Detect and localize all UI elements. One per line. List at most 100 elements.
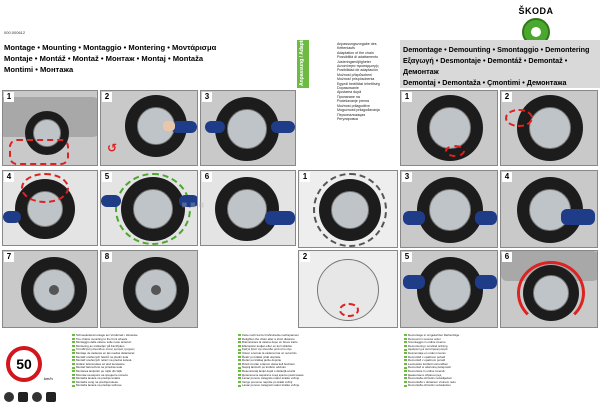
hand-icon (101, 195, 121, 207)
instruction-line: Reťaz po krátkej jazde dopnite (238, 359, 398, 363)
instruction-line: Montaža lanaca na prednje kotače (72, 377, 232, 381)
adaptation-line: Posibilidad de adaptación (337, 68, 378, 73)
instruction-line: Napnij łańcuch po krótkim odcinku (238, 366, 398, 370)
hand-icon (3, 211, 21, 223)
instruction-line: Demontage in umgekehrter Reihenfolge (404, 334, 598, 338)
demount-panel-1 (400, 90, 498, 166)
hand-icon (205, 121, 225, 133)
instruction-line: Demontáž v opačnom poradí (404, 359, 598, 363)
warning-icon (4, 392, 14, 402)
warning-icons (4, 392, 64, 412)
adaptation-line: Egyedi beállítási lehetőség (337, 81, 380, 86)
mount-panel-1 (2, 90, 98, 166)
hand-icon (271, 121, 295, 133)
rim-icon (227, 109, 267, 149)
instruction-line: Demontering i omvänd ordning (404, 344, 598, 349)
adaptation-line: Možnosť prispôsobenia (337, 77, 375, 82)
step-number: 5 (402, 252, 412, 262)
arrow-icon: ↺ (107, 141, 118, 155)
text-block-left: Schneekettenmontage am Vorderrad • Hinwe… (72, 334, 232, 416)
step-number: 1 (402, 92, 412, 102)
demounting-heading-line: Εξαγωγή • Desmontaje • Demontáž • Demont… (403, 56, 568, 76)
mount-panel-5 (100, 170, 198, 246)
adaptation-line: Podešavanje prema (337, 99, 369, 104)
instruction-line: Schneekettenmontage am Vorderrad • Hinwe… (72, 334, 232, 338)
hand-skin (163, 121, 175, 131)
tire-chain-icon (313, 173, 387, 247)
instruction-line: Montáž sněhových řetězů na přední kola (72, 355, 232, 360)
instruction-line: Дозатегнете веригата след кратко разстоя… (238, 373, 398, 378)
hand-icon (171, 121, 197, 133)
step-number: 1 (4, 92, 14, 102)
instruction-line: Řetěz po krátké jízdě dopněte (238, 355, 398, 360)
step-number: 2 (300, 252, 310, 262)
warning-icon (18, 392, 28, 402)
mount-panel-6 (200, 170, 296, 246)
instruction-line: Montering av snökedjor på framhjulen (72, 344, 232, 349)
demount-panel-5 (400, 250, 498, 328)
instruction-line: Tire chains mounting to the front wheels (72, 337, 232, 342)
instruction-line: Montáž snehových reťazí na predné kolesá (72, 359, 232, 363)
rim-icon (227, 189, 267, 229)
step-number: 3 (202, 92, 212, 102)
adaptation-list: Anpassungsvorgabe des Kettenlaufs Adapta… (337, 42, 395, 121)
instruction-line: Montaggio delle catene sulle ruote anter… (72, 341, 232, 345)
tire-chain-icon (9, 139, 69, 165)
instruction-line: Montaža lanaca na prednje točkove (72, 384, 232, 388)
rim-icon (529, 107, 571, 149)
adaptation-line: Justeringsmöjligheter (337, 59, 371, 64)
step-number: 5 (102, 172, 112, 182)
adaptation-line: Δυνατότητα προσαρμογής (337, 64, 379, 69)
instruction-line: Montaža verig na prednja kolesa (72, 380, 232, 385)
instruction-line: Demontáž v opačném pořadí (404, 355, 598, 360)
adapt-panel-2 (298, 250, 398, 328)
step-number: 6 (202, 172, 212, 182)
hub-icon (49, 285, 59, 295)
instruction-line: Efterspänn kedjan efter en kort sträcka (238, 344, 398, 349)
hand-icon (265, 211, 295, 225)
instruction-line: Σφίξτε ξανά την αλυσίδα μετά από λίγο (238, 348, 398, 352)
step-number: 4 (502, 172, 512, 182)
instruction-line: Lanac ponovo zategnite nakon kratke vožn… (238, 377, 398, 381)
adaptation-line: Anpassungsvorgabe des Kettenlaufs (337, 42, 377, 51)
instruction-line: Demontare în ordine inversă (404, 369, 598, 374)
instruction-line: Montaje de cadenas en las ruedas delante… (72, 351, 232, 356)
instruction-line: Ritensionare la catena dopo un breve tra… (238, 341, 398, 345)
instruction-line: Retighten the chain after a short distan… (238, 337, 398, 342)
step-number: 2 (502, 92, 512, 102)
mount-panel-2: ↺ (100, 90, 198, 166)
adaptation-line: Ajustarea după (337, 90, 362, 95)
speed-limit-icon: 50 (6, 346, 42, 382)
instruction-line: Smontaggio in ordine inverso (404, 341, 598, 345)
tire-chain-icon (505, 109, 533, 127)
demount-panel-2 (500, 90, 598, 166)
demounting-heading-line: Demontaj • Demontaža • Çmontimi • Демонт… (403, 78, 567, 87)
instruction-line: Demount in reverse order (404, 337, 598, 342)
hand-icon (475, 275, 497, 289)
adaptation-line: Dopasowanie (337, 86, 359, 91)
instruction-line: Desmontaje en orden inverso (404, 351, 598, 356)
adaptation-line: Možnost přizpůsobení (337, 72, 373, 77)
adaptation-line: Регулировка (337, 116, 358, 121)
mounting-heading: Montage • Mounting • Montaggio • Monteri… (4, 42, 240, 75)
step-number: 1 (300, 172, 310, 182)
rim-icon (429, 269, 471, 311)
demount-panel-6 (500, 250, 598, 328)
watermark-graphic: ⋯ (180, 190, 206, 220)
instruction-line: Montaż łańcuchów na przednie koła (72, 366, 232, 370)
mount-panel-7 (2, 250, 98, 328)
adaptation-line: Možnost prilagoditve (337, 103, 370, 108)
demounting-heading: Demontage • Demounting • Smontaggio • De… (403, 44, 597, 88)
instruction-line: Αφαίρεση με αντίστροφη σειρά (404, 348, 598, 352)
hand-icon (475, 211, 497, 225)
instruction-line: Монтаж на вериги на предните колела (72, 373, 232, 378)
text-block-middle: Kette nach kurzer Fahrstrecke nachspanne… (238, 334, 398, 416)
mount-panel-8 (100, 250, 198, 328)
step-number: 3 (402, 172, 412, 182)
reference-code: 000.000612 (4, 30, 26, 35)
instruction-line: Demontaža obrnutim redosledom (404, 384, 598, 388)
rim-icon (429, 107, 471, 149)
speed-unit: km/h (44, 376, 53, 381)
adaptation-line: Персонализация (337, 112, 366, 117)
wheel-arch-highlight (517, 261, 585, 325)
